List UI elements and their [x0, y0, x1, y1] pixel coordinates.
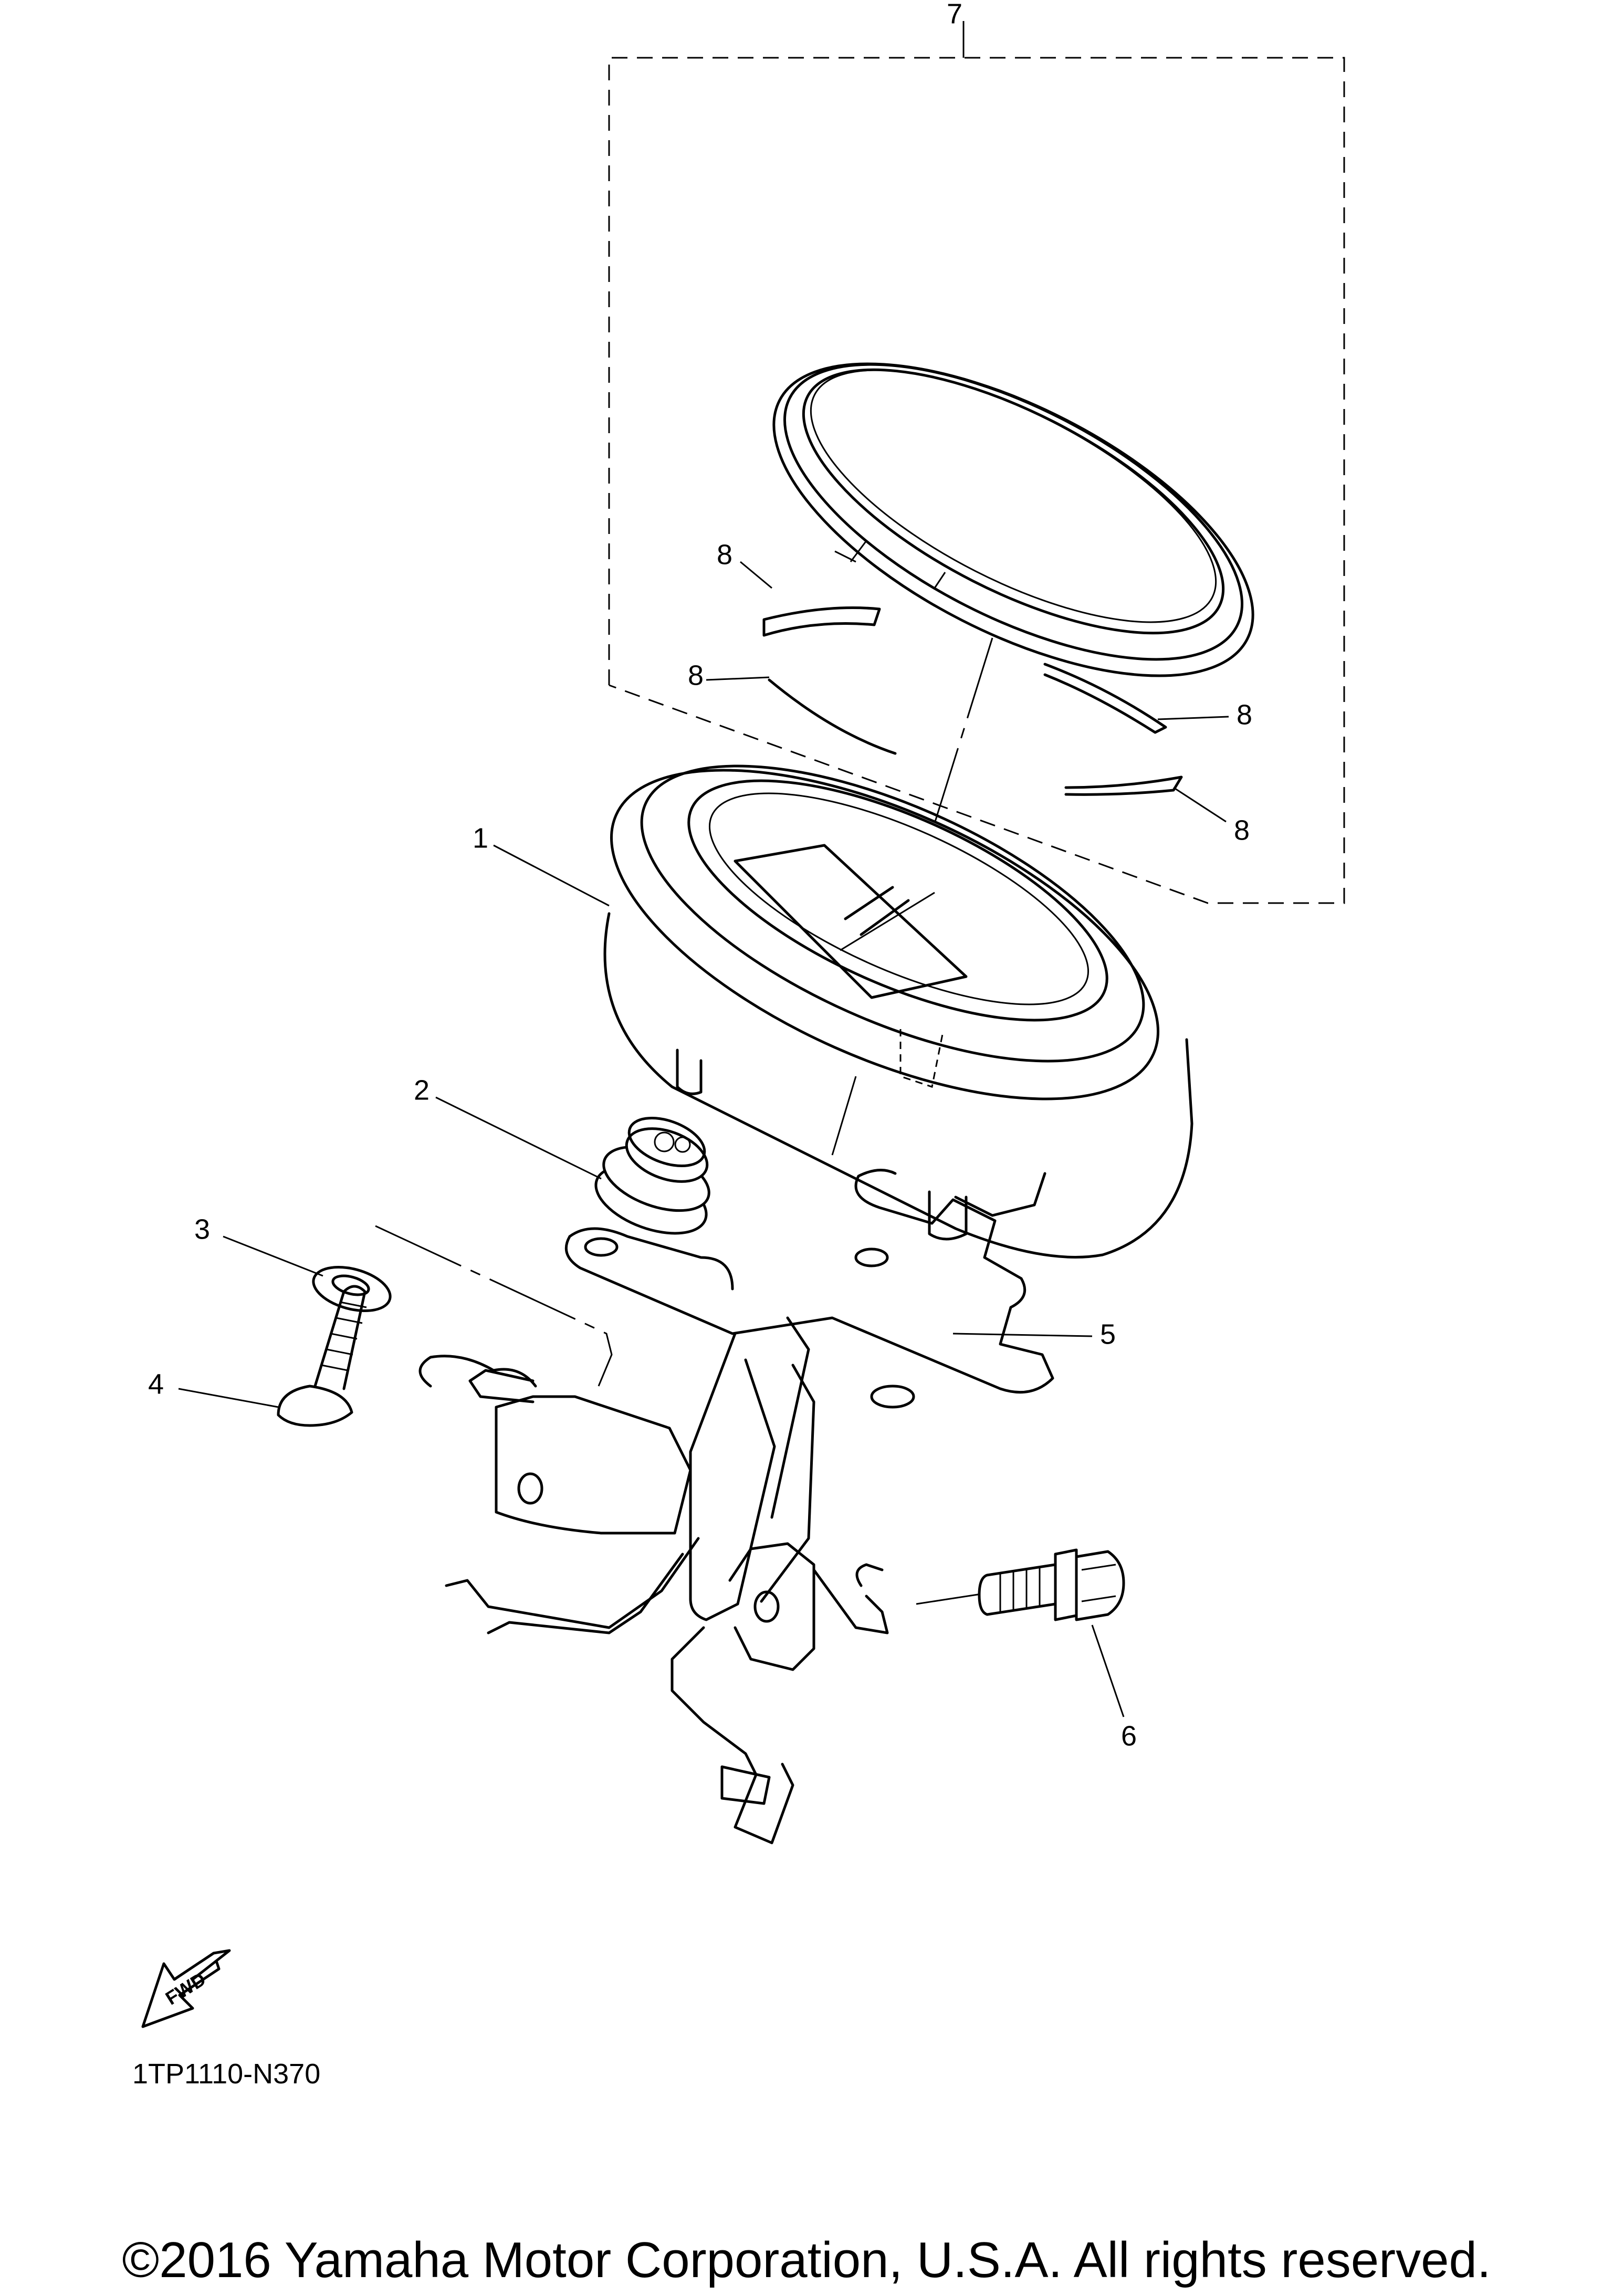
- callout-2: 2: [414, 1074, 430, 1106]
- callouts: 7 8 8 8 8 1 2 3 4 5 6: [148, 0, 1252, 1752]
- meter-bezel-ring: [772, 362, 1254, 677]
- diagram-id: 1TP1110-N370: [132, 2058, 321, 2090]
- flange-bolt-6: [916, 1548, 1125, 1621]
- damper-grommet-2: [594, 1116, 710, 1235]
- washer-3: [312, 1265, 392, 1313]
- callout-6: 6: [1121, 1720, 1137, 1752]
- screw-4: [277, 1285, 367, 1427]
- callout-1: 1: [473, 822, 488, 854]
- callout-8-a: 8: [717, 539, 732, 570]
- seal-strips-8: [762, 606, 1183, 796]
- callout-8-d: 8: [1234, 814, 1250, 846]
- callout-8-b: 8: [688, 659, 704, 691]
- kit-7-boundary: [608, 21, 1345, 904]
- fwd-arrow-icon: FWD: [141, 1949, 231, 2028]
- copyright-notice: ©2016 Yamaha Motor Corporation, U.S.A. A…: [122, 2232, 1491, 2288]
- meter-bracket-5: [418, 1169, 1054, 1844]
- callout-4: 4: [148, 1368, 164, 1400]
- meter-assembly-1: [603, 764, 1193, 1259]
- callout-5: 5: [1100, 1318, 1116, 1350]
- leader-lines: [178, 561, 1229, 1717]
- callout-3: 3: [194, 1213, 210, 1245]
- callout-8-c: 8: [1237, 699, 1252, 730]
- callout-7: 7: [947, 0, 962, 29]
